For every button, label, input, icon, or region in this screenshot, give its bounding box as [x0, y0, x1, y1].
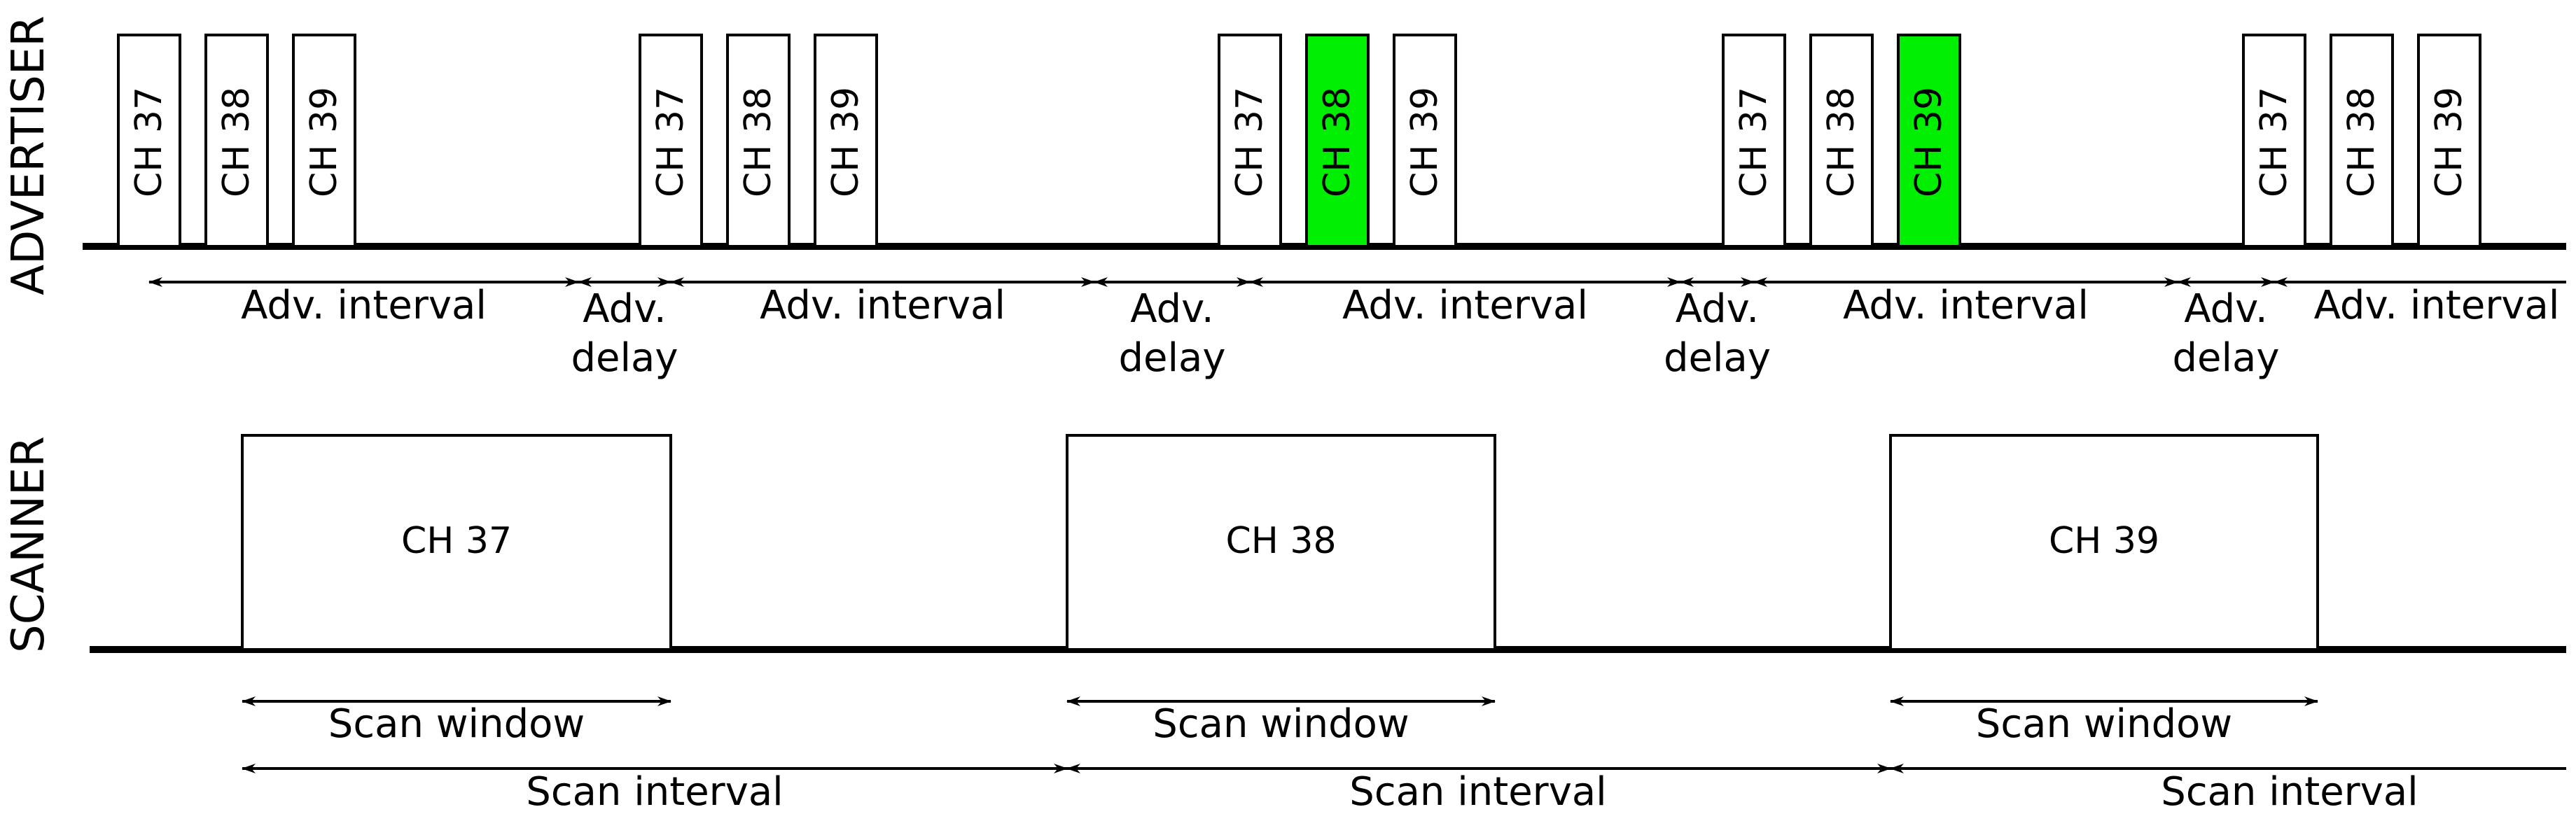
adv-packet-box [117, 34, 181, 248]
adv-packet-label: CH 39 [2428, 87, 2470, 197]
adv-packet-b2-1: CH 37 [639, 34, 703, 248]
adv-packet-label: CH 38 [1820, 87, 1863, 197]
adv-interval-label-5: Adv. interval [2314, 283, 2560, 328]
adv-interval-label-3: Adv. interval [1342, 283, 1588, 328]
scan-window-1: CH 37 [241, 434, 672, 651]
adv-packet-b4-3: CH 39 [1897, 34, 1961, 248]
adv-interval-label-1: Adv. interval [241, 283, 487, 328]
adv-packet-label: CH 37 [1229, 87, 1271, 197]
scan-window-3: CH 39 [1889, 434, 2319, 651]
adv-packet-b4-2: CH 38 [1809, 34, 1874, 248]
adv-packet-box [639, 34, 703, 248]
scan-interval-label-2: Scan interval [1349, 769, 1606, 814]
adv-packet-box [292, 34, 356, 248]
adv-packet-b2-2: CH 38 [726, 34, 791, 248]
scan-window-channel-label: CH 38 [1225, 520, 1336, 562]
adv-packet-label: CH 38 [216, 87, 258, 197]
adv-interval-label-2: Adv. interval [760, 283, 1005, 328]
adv-packet-box [1809, 34, 1874, 248]
scan-window-label-1: Scan window [328, 701, 585, 747]
adv-packet-b1-3: CH 39 [292, 34, 356, 248]
adv-packet-b1-2: CH 38 [204, 34, 269, 248]
adv-packet-label: CH 38 [2341, 87, 2383, 197]
scanner-windows: CH 37 CH 38 CH 39 [241, 434, 2319, 651]
advertiser-title: ADVERTISER [3, 15, 55, 295]
adv-packet-box [814, 34, 878, 248]
adv-packet-label: CH 37 [650, 87, 692, 197]
adv-packet-box [1393, 34, 1457, 248]
adv-packet-label: CH 39 [303, 87, 345, 197]
adv-packet-b5-3: CH 39 [2417, 34, 2481, 248]
advertiser-packets: CH 37 CH 38 CH 39 CH 37 CH 38 CH 39 CH 37 CH 38… [117, 34, 2481, 248]
adv-packet-label: CH 37 [1733, 87, 1775, 197]
adv-interval-label-4: Adv. interval [1843, 283, 2089, 328]
adv-packet-label: CH 37 [2253, 87, 2295, 197]
adv-delay-label-4-line2: delay [2172, 335, 2279, 381]
adv-packet-label: CH 39 [1908, 87, 1950, 197]
adv-delay-label-1-line1: Adv. [583, 286, 666, 332]
adv-packet-b4-1: CH 37 [1722, 34, 1786, 248]
adv-packet-b1-1: CH 37 [117, 34, 181, 248]
scan-window-box [1889, 434, 2319, 651]
scan-window-box [1066, 434, 1496, 651]
scan-window-box [241, 434, 672, 651]
adv-packet-box [1897, 34, 1961, 248]
adv-packet-box [2330, 34, 2394, 248]
advertiser-timing-arrows: Adv. interval Adv. interval Adv. interval A… [148, 277, 2566, 381]
adv-packet-box [2242, 34, 2306, 248]
scan-interval-label-1: Scan interval [526, 769, 783, 814]
adv-packet-box [726, 34, 791, 248]
adv-delay-label-3-line1: Adv. [1676, 286, 1759, 332]
adv-delay-label-4-line1: Adv. [2184, 286, 2267, 332]
scan-interval-label-3: Scan interval [2161, 769, 2418, 814]
adv-packet-label: CH 38 [737, 87, 779, 197]
adv-packet-b3-3: CH 39 [1393, 34, 1457, 248]
scan-window-channel-label: CH 37 [401, 520, 512, 562]
adv-packet-b3-1: CH 37 [1218, 34, 1282, 248]
adv-packet-box [2417, 34, 2481, 248]
adv-packet-box [1218, 34, 1282, 248]
adv-packet-b5-2: CH 38 [2330, 34, 2394, 248]
scan-window-label-3: Scan window [1976, 701, 2232, 747]
adv-delay-label-1-line2: delay [571, 335, 678, 381]
adv-delay-label-2-line2: delay [1118, 335, 1225, 381]
adv-packet-b3-2: CH 38 [1305, 34, 1370, 248]
adv-delay-label-3-line2: delay [1664, 335, 1771, 381]
adv-delay-label-2-line1: Adv. [1130, 286, 1213, 332]
scanner-title: SCANNER [3, 436, 55, 653]
adv-packet-b2-3: CH 39 [814, 34, 878, 248]
adv-packet-box [1722, 34, 1786, 248]
adv-packet-box [204, 34, 269, 248]
adv-packet-label: CH 39 [825, 87, 867, 197]
adv-packet-label: CH 37 [128, 87, 170, 197]
adv-packet-label: CH 38 [1316, 87, 1358, 197]
adv-packet-box [1305, 34, 1370, 248]
adv-packet-b5-1: CH 37 [2242, 34, 2306, 248]
adv-packet-label: CH 39 [1404, 87, 1446, 197]
scan-window-2: CH 38 [1066, 434, 1496, 651]
scan-window-channel-label: CH 39 [2049, 520, 2159, 562]
scan-window-label-2: Scan window [1153, 701, 1409, 747]
